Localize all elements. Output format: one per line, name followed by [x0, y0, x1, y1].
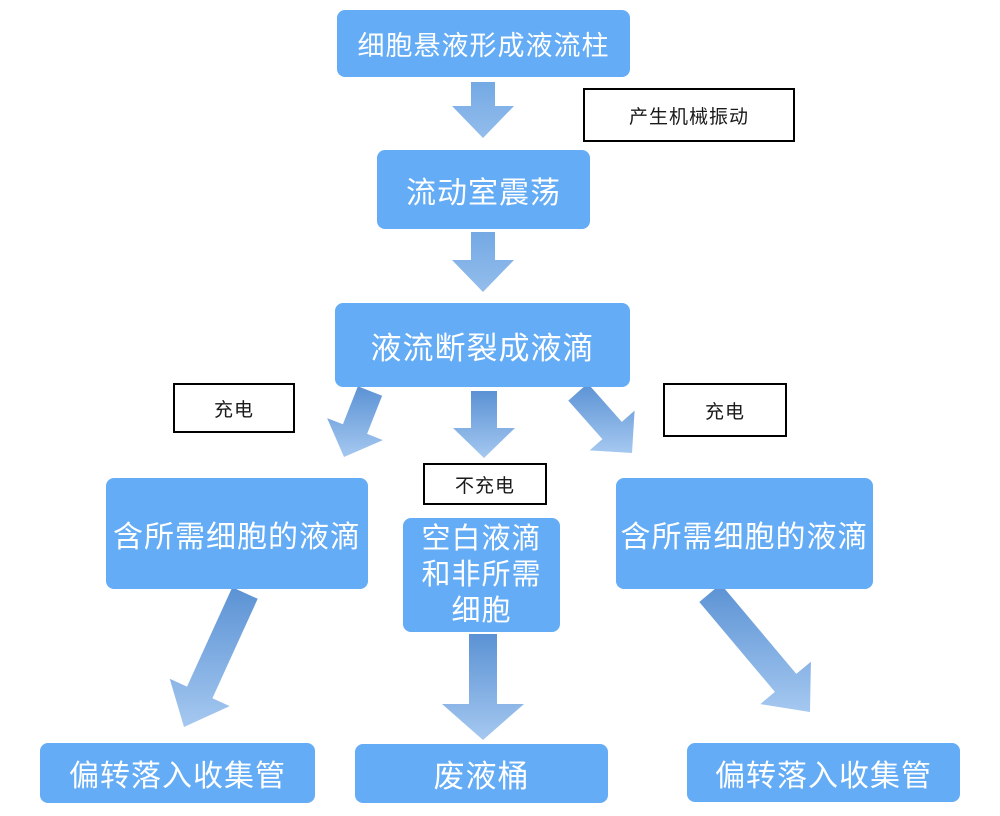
- node-flow-chamber: 流动室震荡: [377, 150, 590, 229]
- label-charge-left: 充电: [173, 383, 295, 433]
- arrow-desired-right-to-collect-right-icon: [699, 584, 811, 712]
- arrow-stream-breakup-to-desired-left-icon: [327, 386, 383, 457]
- arrow-cell-suspension-to-flow-chamber-icon: [452, 82, 514, 138]
- node-cell-suspension: 细胞悬液形成液流柱: [337, 10, 630, 77]
- node-collect-tube-right: 偏转落入收集管: [687, 743, 960, 802]
- label-no-charge: 不充电: [423, 463, 547, 505]
- label-charge-right: 充电: [663, 383, 787, 437]
- node-collect-tube-left: 偏转落入收集管: [40, 743, 315, 803]
- arrow-blank-middle-to-waste-icon: [442, 634, 524, 740]
- node-blank-droplets: 空白液滴 和非所需 细胞: [403, 518, 560, 632]
- label-mechanical-vibration: 产生机械振动: [583, 88, 795, 142]
- node-stream-breakup: 液流断裂成液滴: [335, 303, 630, 387]
- arrow-flow-chamber-to-stream-breakup-icon: [452, 232, 514, 292]
- arrow-stream-breakup-to-desired-right-icon: [568, 383, 635, 453]
- node-desired-cells-right: 含所需细胞的液滴: [616, 478, 873, 589]
- arrow-stream-breakup-to-blank-middle-icon: [453, 391, 515, 458]
- node-desired-cells-left: 含所需细胞的液滴: [106, 478, 368, 589]
- arrow-desired-left-to-collect-left-icon: [169, 587, 258, 727]
- node-waste-bucket: 废液桶: [355, 744, 608, 803]
